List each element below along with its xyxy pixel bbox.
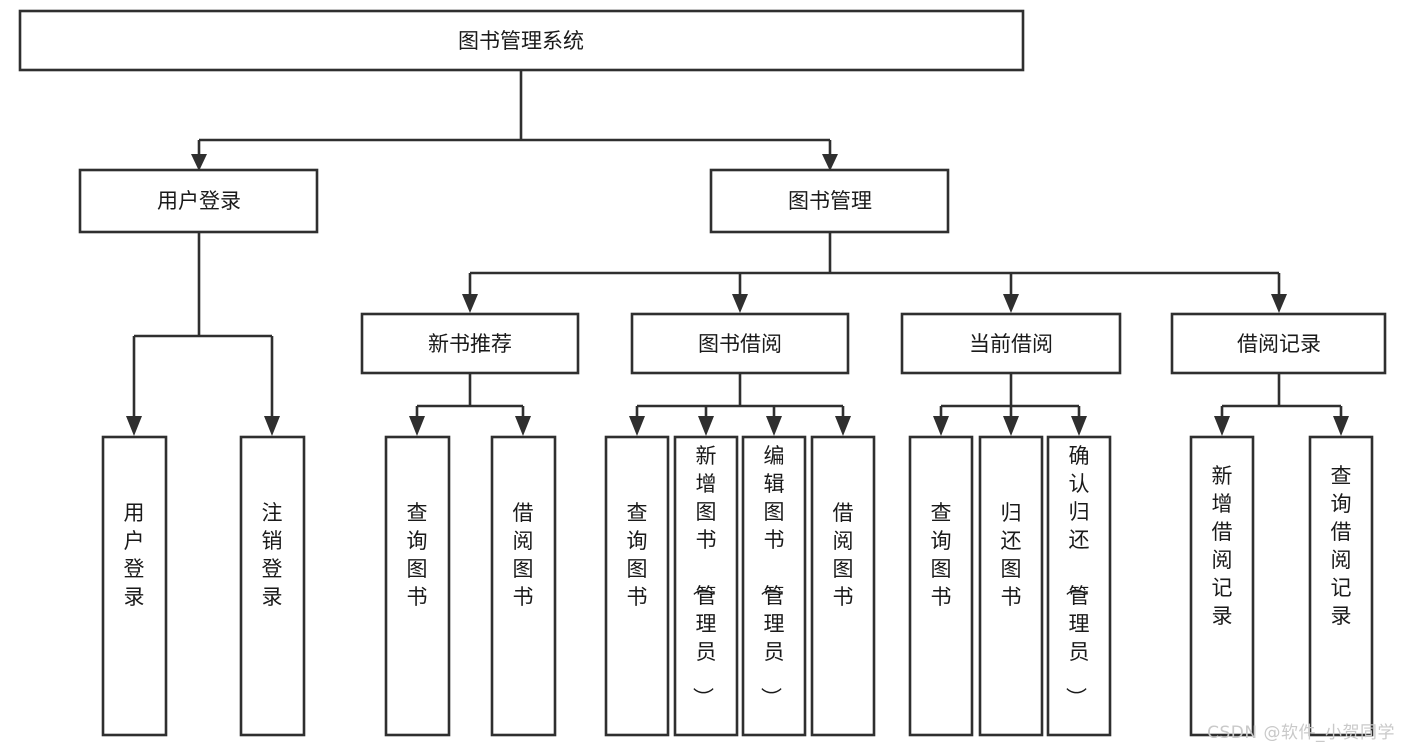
leaf-label-vertical: 借阅图书 [513, 501, 534, 609]
leaf-label-vertical: 注销登录 [262, 501, 283, 609]
node-borrow-record[interactable]: 借阅记录 [1170, 312, 1387, 375]
connector-bookborrow-to-leaves [629, 373, 851, 436]
leaf-label-vertical: 新增借阅记录 [1212, 464, 1233, 628]
connector-bookmgmt-to-level2 [462, 232, 1287, 313]
leaf-node[interactable]: 编辑图书（管理员） [741, 435, 807, 737]
leaf-label-vertical: 确认归还（管理员） [1064, 444, 1090, 708]
leaf-label-vertical: 借阅图书 [833, 501, 854, 609]
leaf-node[interactable]: 查询图书 [604, 435, 670, 737]
node-current-borrow-label: 当前借阅 [969, 332, 1053, 356]
leaf-node[interactable]: 注销登录 [239, 435, 306, 737]
node-book-borrow[interactable]: 图书借阅 [630, 312, 850, 375]
leaf-node[interactable]: 查询借阅记录 [1308, 435, 1374, 737]
connector-currentborrow-to-leaves [933, 373, 1087, 436]
connector-newbook-to-leaves [409, 373, 531, 436]
node-new-book-recommend[interactable]: 新书推荐 [360, 312, 580, 375]
node-root-label: 图书管理系统 [458, 29, 584, 53]
node-book-management-label: 图书管理 [788, 189, 872, 213]
leaf-node[interactable]: 新增借阅记录 [1189, 435, 1255, 737]
leaf-node[interactable]: 用户登录 [101, 435, 168, 737]
leaf-label-vertical: 查询图书 [407, 501, 428, 609]
connector-userlogin-to-leaves [126, 232, 280, 436]
leaf-label-vertical: 归还图书 [1001, 501, 1022, 609]
node-book-management[interactable]: 图书管理 [709, 168, 950, 234]
connector-borrowrecord-to-leaves [1214, 373, 1349, 436]
leaf-node[interactable]: 查询图书 [384, 435, 451, 737]
leaf-label-vertical: 查询图书 [931, 501, 952, 609]
leaf-label-vertical: 编辑图书（管理员） [759, 444, 785, 708]
leaf-label-vertical: 查询借阅记录 [1331, 464, 1352, 628]
connector-root-to-level1 [191, 70, 838, 171]
leaf-node[interactable]: 归还图书 [978, 435, 1044, 737]
node-root[interactable]: 图书管理系统 [18, 9, 1025, 72]
leaf-label-vertical: 新增图书（管理员） [691, 444, 717, 708]
node-user-login-label: 用户登录 [157, 189, 241, 213]
leaf-node[interactable]: 借阅图书 [490, 435, 557, 737]
node-book-borrow-label: 图书借阅 [698, 332, 782, 356]
leaf-label-vertical: 用户登录 [124, 501, 145, 609]
node-borrow-record-label: 借阅记录 [1237, 332, 1321, 356]
node-new-book-recommend-label: 新书推荐 [428, 332, 512, 356]
leaf-node[interactable]: 借阅图书 [810, 435, 876, 737]
leaf-node[interactable]: 新增图书（管理员） [673, 435, 739, 737]
leaf-node[interactable]: 确认归还（管理员） [1046, 435, 1112, 737]
leaf-node[interactable]: 查询图书 [908, 435, 974, 737]
leaf-label-vertical: 查询图书 [627, 501, 648, 609]
node-user-login[interactable]: 用户登录 [78, 168, 319, 234]
node-current-borrow[interactable]: 当前借阅 [900, 312, 1122, 375]
